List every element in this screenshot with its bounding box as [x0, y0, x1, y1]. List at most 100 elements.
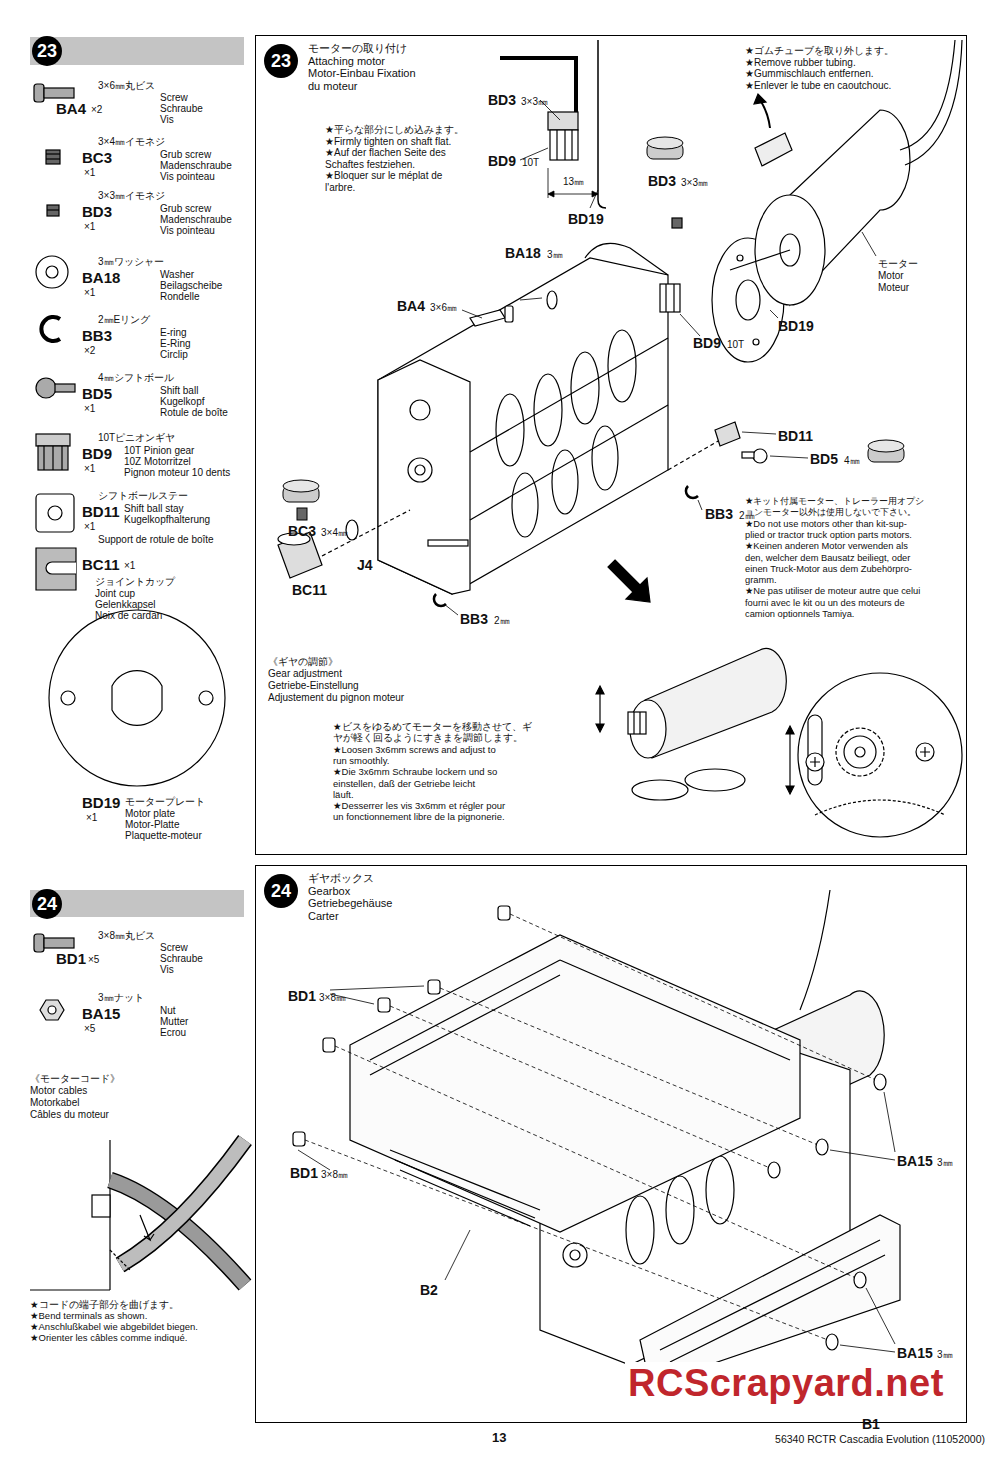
part-icon-part	[46, 150, 60, 164]
label-text: ×2	[84, 345, 95, 357]
step-title: ギヤボックス Gearbox Getriebegehäuse Carter	[308, 872, 418, 923]
label-text: ★Die 3x6mm Schraube lockern und so	[333, 767, 497, 778]
part-icon-part	[36, 378, 56, 398]
label-text: ★Orienter les câbles comme indiqué.	[30, 1333, 187, 1344]
motor-cable-detail-part	[120, 1140, 245, 1265]
gearbox-cover-illustration-part	[305, 914, 876, 1340]
gearbox-illustration-part	[760, 100, 770, 128]
motor-cable-detail	[30, 1140, 245, 1290]
part-code: BA15	[897, 1345, 933, 1361]
part-icon-part	[46, 158, 60, 159]
part-code: BB3	[82, 327, 112, 344]
label-text: Grub screw	[160, 203, 211, 215]
step-number: 24	[37, 895, 57, 913]
part-code: B1	[862, 1416, 880, 1432]
gear-adjust-illustration-part	[920, 747, 930, 757]
label-text: 10Tピニオンギヤ	[98, 432, 175, 444]
part-icon-part	[38, 446, 68, 470]
gearbox-illustration-part	[608, 560, 650, 602]
label-text: ★平らな部分にしめ込みます。	[325, 124, 464, 136]
gear-adjust-illustration-part	[633, 712, 634, 734]
part-code: BD1	[56, 950, 86, 967]
label-text: E-ring	[160, 327, 187, 339]
label-text: 4㎜	[844, 455, 860, 467]
label-text: Motor	[878, 270, 904, 282]
gearbox-illustration-part	[470, 310, 505, 326]
gear-adjust-illustration-part	[810, 757, 820, 767]
label-text: ★Gummischlauch entfernen.	[745, 68, 873, 80]
motor-cable-detail-part	[120, 1140, 245, 1265]
label-text: Gelenkkapsel	[95, 599, 156, 611]
step-number-circle: 23	[32, 36, 62, 66]
label-text: 3×3㎜イモネジ	[98, 190, 165, 202]
label-text: 56340 RCTR Cascadia Evolution (11052000)	[775, 1433, 985, 1445]
gearbox-illustration-part	[550, 130, 578, 160]
motor-cable-detail-part	[92, 1195, 110, 1217]
label-text: E-Ring	[160, 338, 191, 350]
label-text: run smoothly.	[333, 756, 389, 767]
label-text: camion optionnels Tamiya.	[745, 609, 854, 620]
part-code: BD9	[693, 335, 721, 351]
label-text: ★Anschlußkabel wie abgebildet biegen.	[30, 1322, 198, 1333]
label-text: ×1	[84, 167, 95, 179]
step-number-circle: 24	[32, 889, 62, 919]
gearbox-cover-illustration-part	[768, 1162, 780, 1178]
gear-adjust-illustration-part	[808, 715, 822, 785]
label-text: Noix de cardan	[95, 610, 162, 622]
part-icon-part	[61, 691, 75, 705]
label-text: 3㎜	[937, 1157, 953, 1169]
gearbox-cover-illustration-part	[330, 986, 424, 990]
gearbox-illustration-part	[571, 352, 599, 424]
label-text: ★Keinen anderen Motor verwenden als	[745, 541, 908, 552]
label-text: Motorkabel	[30, 1097, 79, 1109]
label-text: 3×3㎜	[521, 96, 548, 108]
gearbox-cover-illustration-part	[666, 1176, 694, 1244]
step-number-circle: 23	[264, 44, 298, 78]
part-icon-part	[52, 446, 53, 470]
part-code: BB3	[705, 506, 733, 522]
gearbox-cover-illustration-part	[570, 1250, 580, 1260]
gearbox-cover-illustration-part	[378, 998, 390, 1012]
label-text: ヤが軽く回るようにすきまを調節します。	[333, 733, 523, 744]
label-text: Madenschraube	[160, 214, 232, 226]
label-text: 3×8㎜丸ビス	[98, 930, 155, 942]
gear-adjust-illustration-part	[645, 649, 786, 758]
step-number: 23	[271, 52, 291, 70]
part-code: BD3	[82, 203, 112, 220]
gear-adjust-illustration-part	[639, 712, 640, 734]
label-text: ジョイントカップ	[95, 576, 175, 588]
label-text: ★コードの端子部分を曲げます。	[30, 1300, 179, 1311]
gearbox-illustration-part	[598, 40, 606, 208]
gearbox-illustration-part	[585, 243, 668, 275]
gearbox-illustration-part	[415, 465, 425, 475]
label-text: Washer	[160, 269, 194, 281]
label-text: 2㎜	[494, 615, 510, 627]
part-icon-part	[46, 562, 76, 574]
part-code: BD1	[290, 1165, 318, 1181]
part-icon-part	[48, 1006, 56, 1014]
watermark: RCScrapyard.net	[625, 1362, 947, 1406]
label-text: einstellen, daß der Getriebe leicht	[333, 779, 475, 790]
gearbox-illustration-part	[905, 40, 962, 165]
step-number: 23	[37, 42, 57, 60]
label-text: 《ギヤの調節》	[268, 656, 338, 668]
label-text: ★Loosen 3x6mm screws and adjust to	[333, 745, 496, 756]
gearbox-illustration-part	[660, 284, 680, 312]
part-code: BD9	[82, 445, 112, 462]
gearbox-cover-illustration-part-part	[335, 1046, 856, 1278]
label-text: Screw	[160, 92, 188, 104]
gearbox-cover-illustration-part	[830, 1150, 895, 1160]
gearbox-cover-illustration-part	[816, 1139, 828, 1155]
label-text: gramm.	[745, 575, 777, 586]
gearbox-illustration-part	[686, 486, 698, 498]
label-text: 10Z Motorritzel	[124, 456, 191, 468]
part-icon-part	[55, 384, 75, 392]
gear-adjust-illustration-part	[685, 769, 745, 791]
label-text: ★Do not use motors other than kit-sup-	[745, 519, 907, 530]
gearbox-illustration-part	[862, 232, 876, 256]
part-code: 13	[492, 1431, 506, 1446]
label-text: Ecrou	[160, 1027, 186, 1039]
label-text: Rondelle	[160, 291, 199, 303]
part-icon-part	[61, 446, 62, 470]
part-icon-part	[112, 671, 162, 726]
